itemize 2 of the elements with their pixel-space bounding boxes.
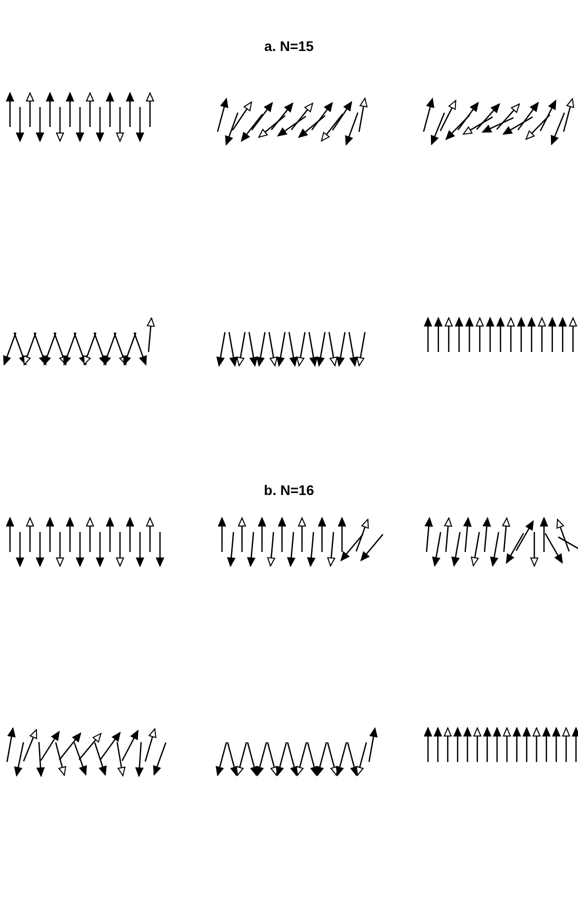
panel-heading: b. N=16 [264,482,314,498]
panel-heading: a. N=15 [264,38,314,54]
